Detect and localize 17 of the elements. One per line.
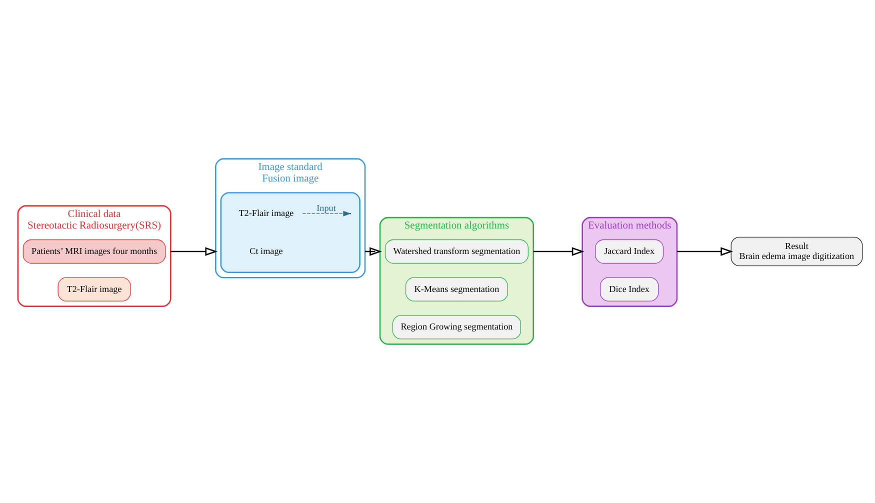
- arrow: [170, 247, 218, 256]
- node-text: T2-Flair image: [238, 208, 294, 218]
- node-box: T2-Flair image: [58, 277, 131, 302]
- node-box: Patients’ MRI images four months: [22, 239, 166, 264]
- node-text: Ct image: [250, 246, 283, 256]
- edge-label: Input: [316, 203, 336, 214]
- node-box: Watershed transform segmentation: [384, 239, 528, 264]
- node-box: Dice Index: [600, 277, 659, 302]
- cluster: [220, 192, 360, 274]
- arrow: [533, 247, 584, 256]
- node-box: Region Growing segmentation: [392, 315, 521, 340]
- node-box: Jaccard Index: [595, 239, 664, 264]
- arrow: [365, 247, 382, 256]
- node-box: K-Means segmentation: [405, 277, 508, 302]
- arrow: [676, 247, 734, 256]
- arrow: [302, 210, 352, 216]
- node-box: Result Brain edema image digitization: [730, 236, 863, 266]
